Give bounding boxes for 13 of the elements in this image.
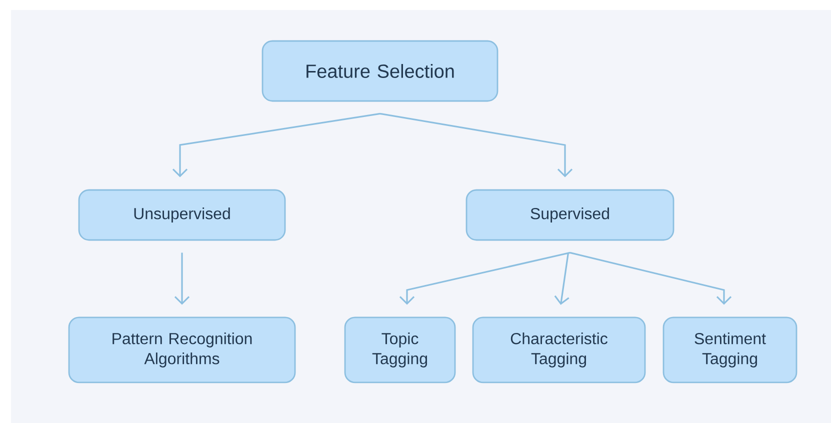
arrow — [570, 252, 732, 305]
process-box: Feature Selection — [262, 40, 498, 102]
arrow — [399, 252, 570, 305]
process-box: Pattern Recognition Algorithms — [68, 316, 296, 384]
arrow — [174, 252, 190, 305]
process-box: Characteristic Tagging — [472, 316, 646, 384]
arrow — [172, 112, 380, 178]
process-box: Unsupervised — [78, 189, 286, 241]
process-box: Supervised — [466, 189, 674, 241]
arrow — [554, 252, 570, 305]
process-box: Sentiment Tagging — [662, 316, 798, 384]
process-box: Topic Tagging — [344, 316, 456, 384]
arrow — [380, 112, 573, 178]
